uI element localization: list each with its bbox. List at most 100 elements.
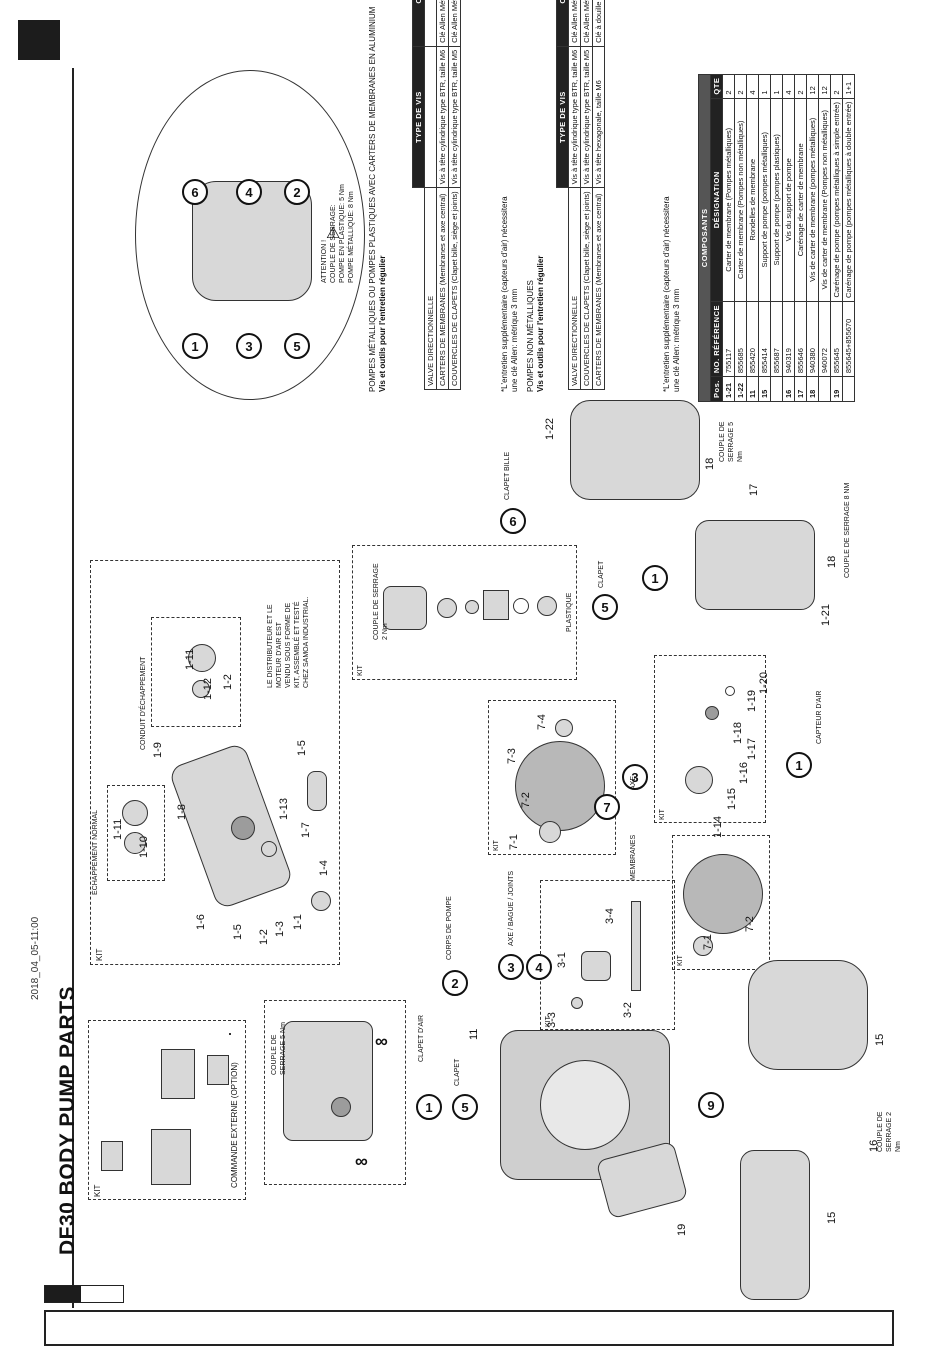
adapter-plate: [151, 1129, 191, 1185]
part-num: 7-3: [506, 748, 518, 764]
ref-cell: 940319: [782, 301, 795, 377]
part-num: 18: [704, 457, 716, 470]
part-num: 1-14: [712, 815, 724, 838]
qty-cell: 1: [758, 74, 771, 99]
part-num: 7-1: [508, 834, 520, 850]
part-num: 1-12: [202, 677, 214, 700]
ref-cell: 855645+855670: [842, 301, 855, 377]
ref-cell: 855685: [734, 301, 747, 377]
muffler-ring: [122, 800, 148, 826]
sensor-cap: [685, 766, 713, 794]
kit-label-6: KIT: [677, 955, 684, 966]
torque-num: 2: [284, 179, 310, 205]
diaphragm-washer-2: [693, 936, 713, 956]
couple-2nm-label: COUPLE DE SERRAGE 2 Nm: [373, 563, 389, 640]
distributeur-note: LE DISTRIBUTEUR ET LE MOTEUR D'AIR EST V…: [267, 596, 310, 688]
kit-membranes-7: KIT: [488, 700, 616, 855]
ref-cell: 855646: [794, 301, 807, 377]
kit-membranes-2: KIT: [672, 835, 770, 970]
callout-3-shaft: 3: [498, 954, 524, 980]
valve-cage: [483, 590, 509, 620]
part-num: 1-19: [746, 689, 758, 712]
nonmetal-note: *L'entretien supplémentaire (capteurs d'…: [662, 196, 681, 392]
pos-cell: 1-21: [722, 376, 735, 402]
pos-cell: [842, 376, 855, 402]
gasket-icon-2: ∞: [355, 1151, 368, 1171]
valve-seat: [437, 598, 457, 618]
couple-5nm-label: COUPLE DE SERRAGE 5 Nm: [271, 1022, 287, 1075]
valve-ball: [513, 598, 529, 614]
part-num: 7-2: [744, 916, 756, 932]
nonmetal-heading: POMPES NON MÉTALLIQUES Vis et outils pou…: [526, 255, 545, 392]
kit-air-valve-body: ∞ ∞: [264, 1000, 406, 1185]
part-num: 1-7: [300, 822, 312, 838]
commande-externe-label: COMMANDE EXTERNE (OPTION): [230, 1062, 239, 1188]
callout-5-clapet: 5: [592, 594, 618, 620]
air-valve-port: [331, 1097, 351, 1117]
metal-heading: POMPES MÉTALLIQUES OU POMPES PLASTIQUES …: [368, 6, 387, 392]
gasket-icon: ∞: [375, 1031, 388, 1051]
callout-label-clapet-bille: CLAPET BILLE: [504, 451, 511, 500]
part-num: 1-15: [726, 787, 738, 810]
kit-label-3: KIT: [357, 665, 364, 676]
designation-cell: Support de pompe (pompes métalliques): [758, 98, 771, 302]
kit-label-5: KIT: [493, 840, 500, 851]
diaphragm-plate: [555, 719, 573, 737]
part-num: 1-22: [544, 417, 556, 440]
part-num: 1-5: [232, 924, 244, 940]
part-num: 1-20: [758, 671, 770, 694]
kit-capteur-air: KIT: [654, 655, 766, 823]
elbow-fitting-2: [207, 1055, 229, 1085]
exhaust-conduit: [188, 644, 216, 672]
callout-1-air-valve: 1: [416, 1094, 442, 1120]
sensor-ball: [725, 686, 735, 696]
kit-axe: KIT: [540, 880, 675, 1030]
center-shaft: [631, 901, 641, 991]
callout-label-corps: CORPS DE POMPE: [446, 896, 453, 960]
page-divider-line: [72, 68, 74, 1308]
th-vis: TYPE DE VIS: [412, 46, 425, 188]
part-num: 1-17: [746, 737, 758, 760]
part-num: 11: [468, 1028, 480, 1040]
torque-num: 6: [182, 179, 208, 205]
part-num: 1-21: [820, 603, 832, 626]
designation-cell: Vis de carter de membrane (pompes métall…: [806, 98, 819, 302]
components-table: COMPOSANTS Pos. NO. RÉFÉRENCE DÉSIGNATIO…: [698, 74, 855, 402]
kit-clapet-plastique: KIT: [352, 545, 577, 680]
part-num: 18: [826, 555, 838, 568]
callout-3-axe: 3: [622, 764, 648, 790]
part-num: 15: [874, 1033, 886, 1046]
callout-7-diaphragms: 7: [594, 794, 620, 820]
corner-black-block: [18, 20, 60, 60]
ref-cell: 940072: [818, 301, 831, 377]
callout-label-axe: AXE: [630, 775, 637, 790]
couple-2nm-bracket: COUPLE DE SERRAGE 2 Nm: [877, 1111, 902, 1152]
designation-cell: Carter de membrane (Pompes métalliques): [722, 98, 735, 302]
diaphragm: [515, 741, 605, 831]
designation-cell: Rondelles de membrane: [746, 98, 759, 302]
pump-manifold: [540, 1060, 630, 1150]
designation-cell: Vis de carter de membrane (Pompes non mé…: [818, 98, 831, 302]
part-num: 15: [826, 1211, 838, 1224]
distributor-seal: [311, 891, 331, 911]
distributor-oring: [261, 841, 277, 857]
valve-seat-2: [537, 596, 557, 616]
ref-cell: 940380: [806, 301, 819, 377]
part-num: 3-2: [622, 1002, 634, 1018]
designation-cell: Carénage de pompe (pompes métalliques à …: [842, 98, 855, 302]
qty-cell: 12: [806, 74, 819, 99]
part-num: 1-18: [732, 721, 744, 744]
qty-cell: 4: [746, 74, 759, 99]
part-num: 1-10: [138, 835, 150, 858]
qty-cell: 1: [770, 74, 783, 99]
part-num: 1-1: [292, 914, 304, 930]
part-num: 7-4: [536, 714, 548, 730]
exhaust-ring: [192, 680, 210, 698]
part-num: 1-16: [738, 761, 750, 784]
